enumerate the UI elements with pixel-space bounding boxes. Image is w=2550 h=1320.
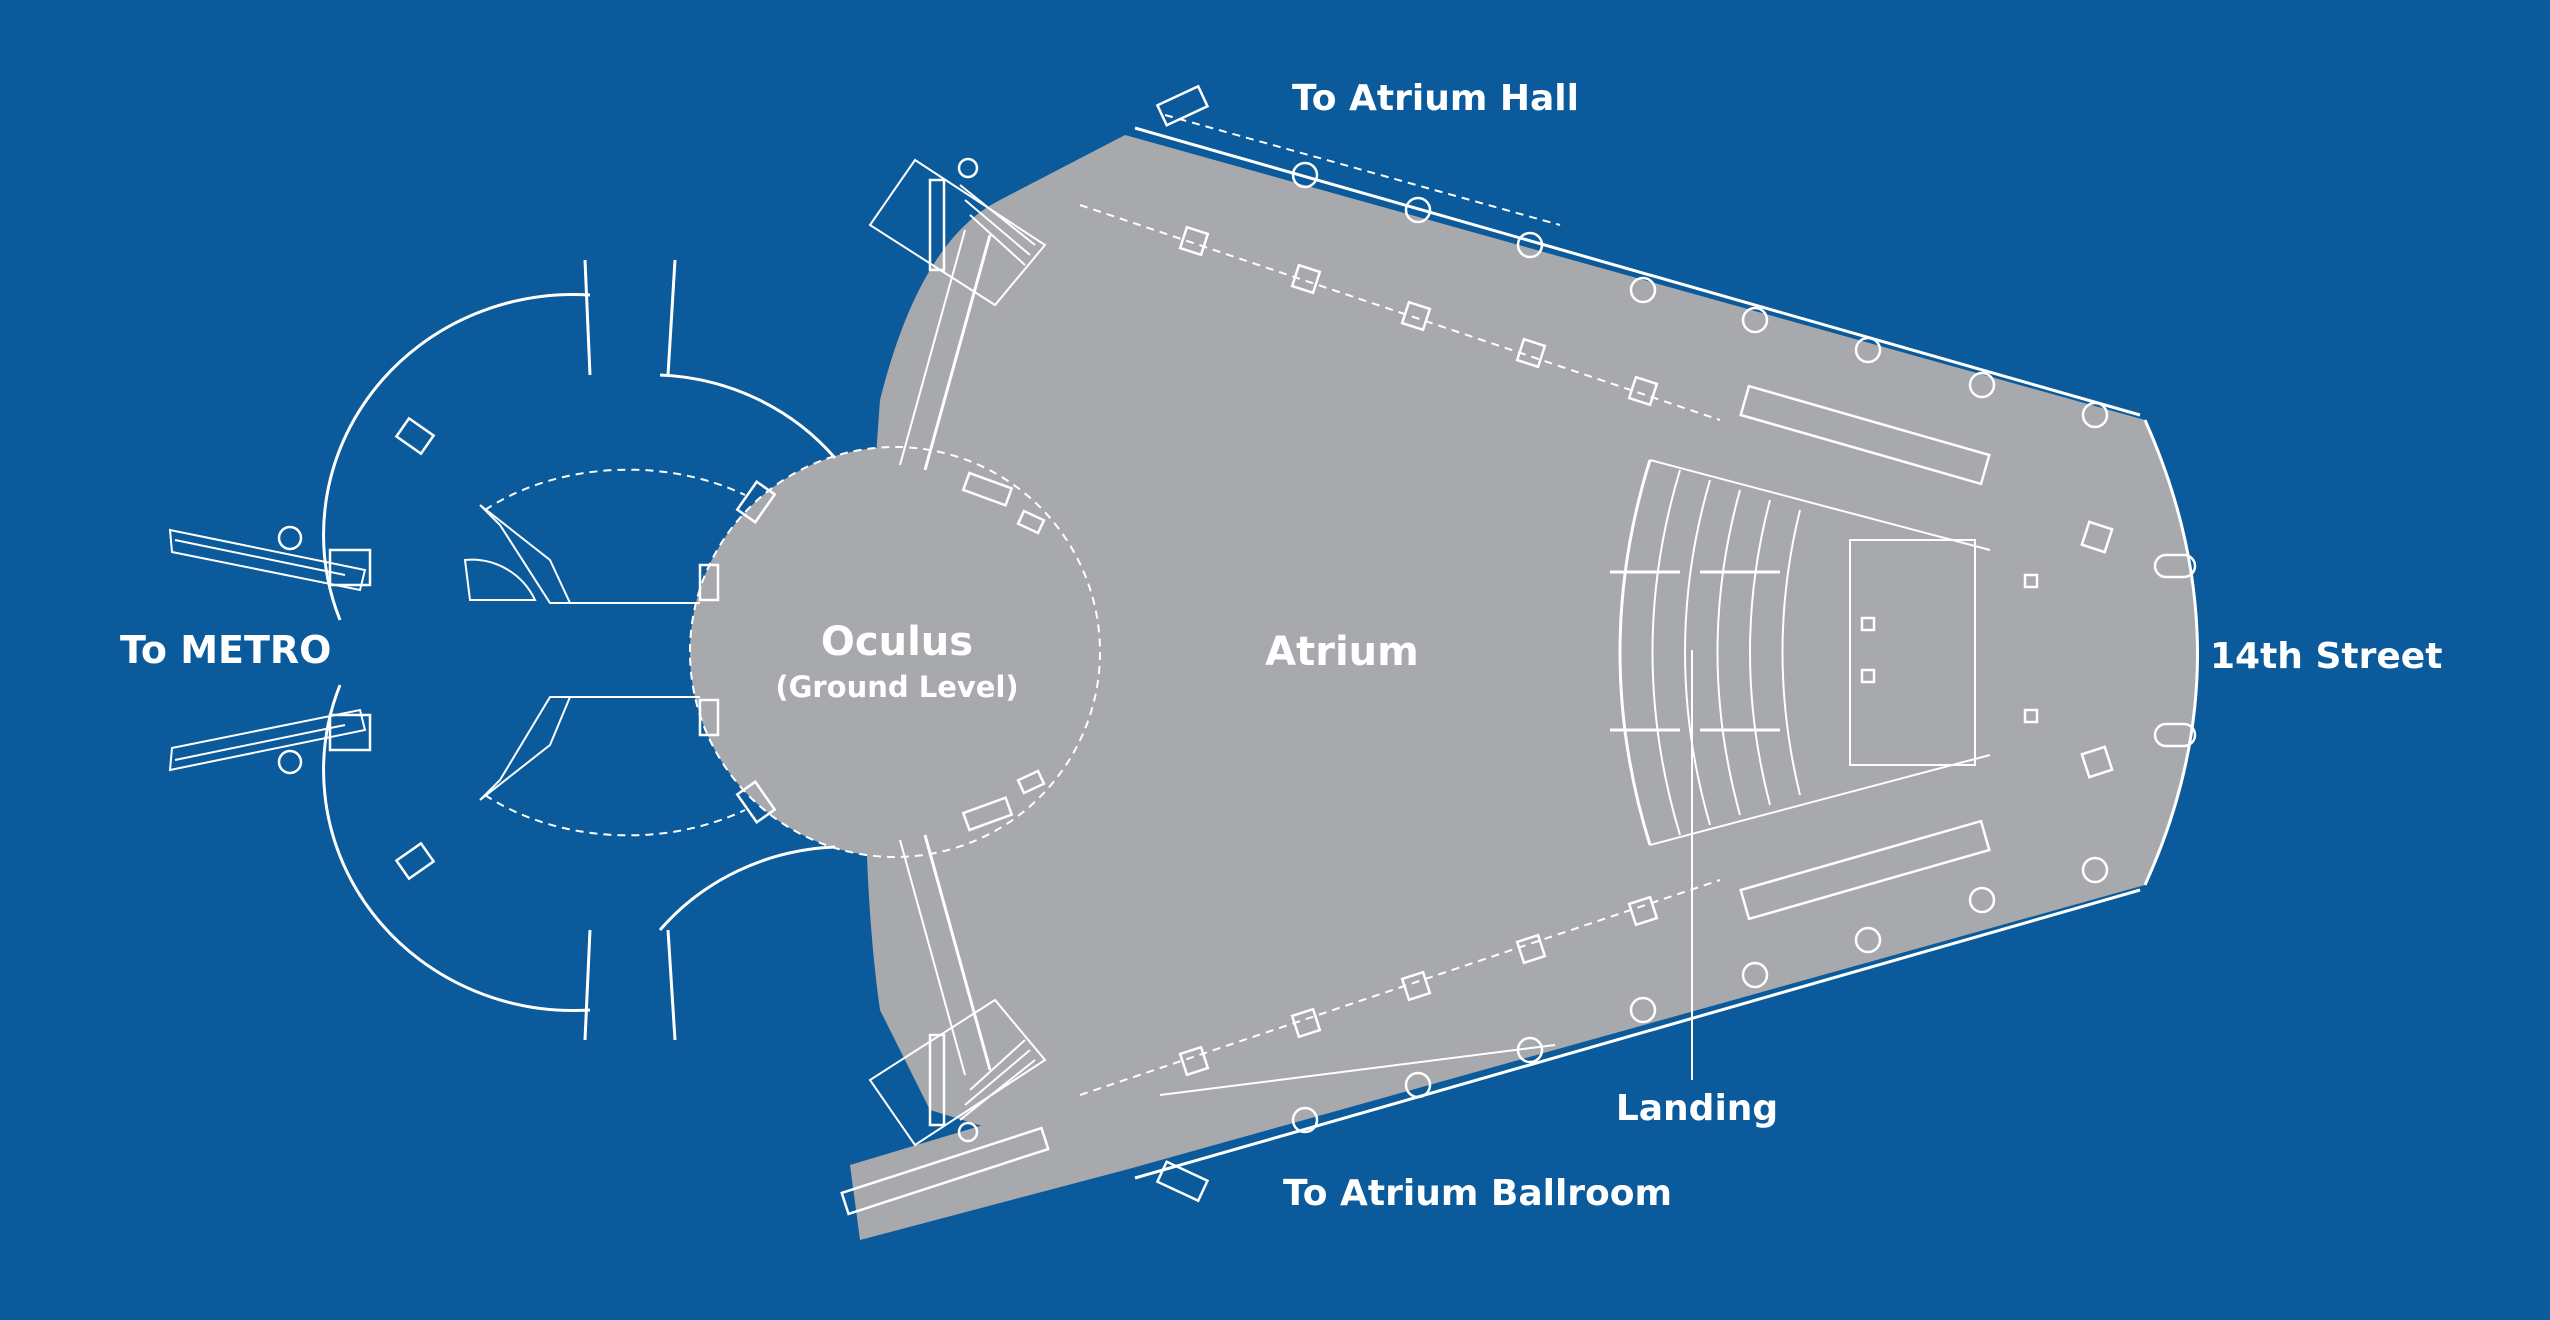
south-corridor-wall [923, 834, 992, 1071]
oculus-floor [690, 447, 1100, 857]
oculus-label: Oculus [821, 619, 973, 665]
to-atrium-hall-label: To Atrium Hall [1292, 78, 1579, 119]
north-corridor-wall-inner [899, 229, 966, 466]
metro-passages [168, 525, 372, 775]
oculus-boundary [689, 446, 1101, 858]
hall-guide-line [1164, 114, 1561, 226]
south-column-line [1079, 879, 1721, 1096]
east-columns [2023, 520, 2114, 779]
14th-street-label: 14th Street [2210, 636, 2442, 677]
to-atrium-ballroom-label: To Atrium Ballroom [1283, 1173, 1672, 1214]
ground-level-label: (Ground Level) [775, 670, 1018, 704]
north-column-line [1079, 204, 1721, 421]
atrium-north-wall [1134, 126, 2141, 417]
metro-rotunda [322, 259, 837, 1041]
landing-label: Landing [1616, 1088, 1778, 1129]
south-wall-doors [1291, 856, 2109, 1134]
atrium-east-wall [2143, 419, 2199, 886]
atrium-floor-extension [850, 1090, 1125, 1240]
ballroom-guide-line [1159, 1044, 1556, 1096]
atrium-floor [865, 135, 2198, 1170]
south-stairs [840, 998, 1210, 1216]
atrium-south-wall [1134, 888, 2141, 1180]
north-stairs [868, 84, 1210, 307]
oculus-fixtures [698, 471, 1046, 832]
south-corridor-wall-inner [899, 839, 966, 1076]
north-wall-doors [1291, 161, 2109, 429]
north-corridor-wall [923, 234, 992, 471]
street-doors [2153, 553, 2197, 748]
south-columns [1178, 895, 1659, 1077]
north-columns [1178, 225, 1659, 407]
atrium-label: Atrium [1265, 629, 1419, 675]
to-metro-label: To METRO [120, 628, 331, 672]
landing-structure [1610, 384, 1991, 921]
